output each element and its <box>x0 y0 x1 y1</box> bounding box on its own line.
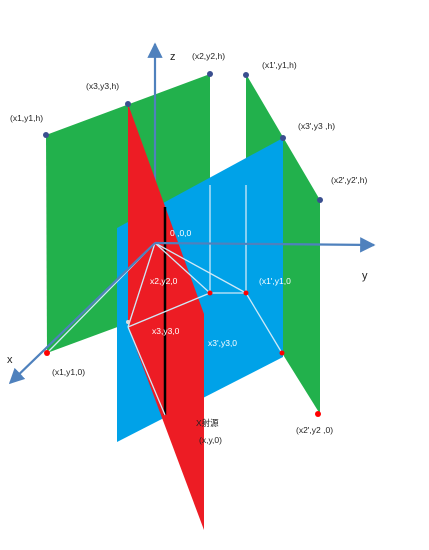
label-x3py3h: (x3',y3 ,h) <box>298 121 335 131</box>
y-axis <box>154 237 376 253</box>
vertex-x2py2h <box>317 197 323 203</box>
vertex-x1py1h <box>243 72 249 78</box>
vertex-x3py3h <box>280 135 286 141</box>
label-x1py1h: (x1',y1,h) <box>262 60 297 70</box>
ground-x3py30 <box>279 350 285 356</box>
label-x1py10: (x1',y1,0 <box>259 276 291 286</box>
x-axis <box>8 242 156 385</box>
vertex-x2y2h <box>207 71 213 77</box>
guide-lines <box>46 185 283 416</box>
label-x3y30: x3,y3,0 <box>152 326 180 336</box>
label-x2py20: (x2',y2 ,0) <box>296 425 333 435</box>
x-axis-label: x <box>7 354 13 366</box>
ground-x2y20 <box>207 290 213 296</box>
ground-x2py20 <box>315 411 321 417</box>
label-x3py30: x3',y3,0 <box>208 338 237 348</box>
vertex-x1y1h <box>43 132 49 138</box>
label-origin: 0 ,0,0 <box>170 228 192 238</box>
ground-x1y10 <box>44 350 50 356</box>
label-x3y3h: (x3,y3,h) <box>86 81 119 91</box>
label-x2y2h: (x2,y2,h) <box>192 51 225 61</box>
label-source-title: X射源 <box>196 418 219 428</box>
ground-x3y30 <box>126 320 130 324</box>
ground-x1py10 <box>243 290 249 296</box>
label-x2y20: x2,y2,0 <box>150 276 178 286</box>
vertex-x3y3h <box>125 101 131 107</box>
label-source: (x,y,0) <box>199 435 222 445</box>
z-axis-label: z <box>170 51 176 63</box>
y-axis-label: y <box>362 270 368 282</box>
label-x1y10: (x1,y1,0) <box>52 367 85 377</box>
label-x1y1h: (x1,y1,h) <box>10 113 43 123</box>
label-x2py2h: (x2',y2',h) <box>331 175 367 185</box>
